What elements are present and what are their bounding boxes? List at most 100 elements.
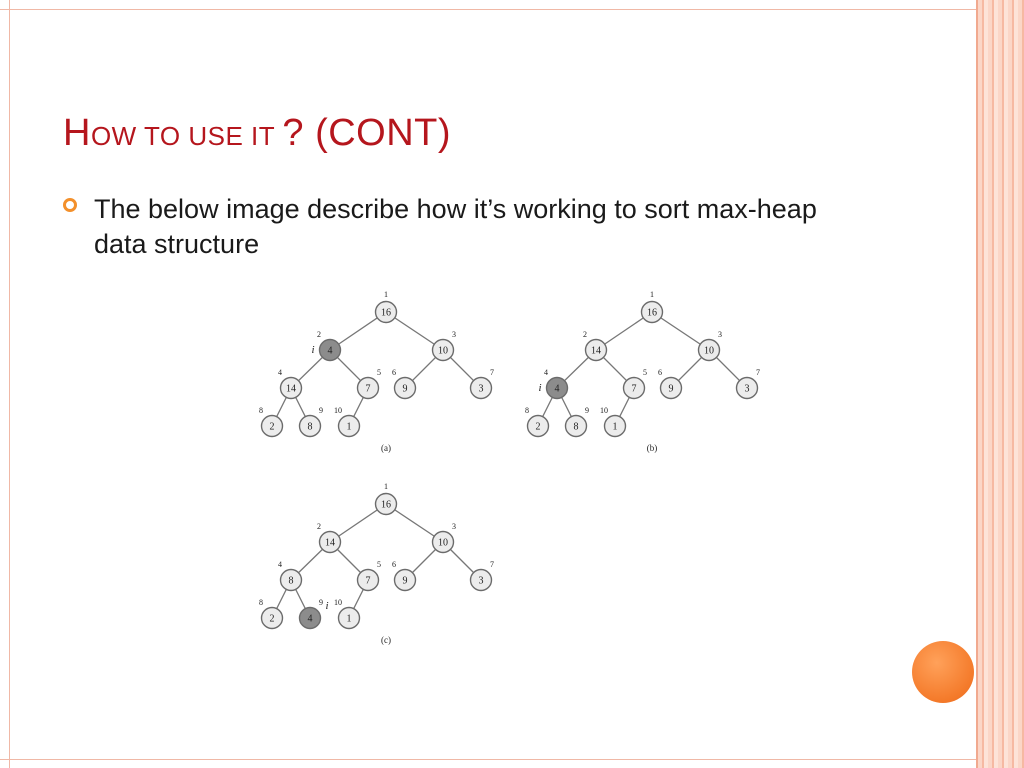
title-small-caps: ow to use it [90, 121, 283, 151]
tree-node-index: 9 [319, 598, 323, 607]
tree-node-value: 9 [669, 384, 674, 395]
tree-node-index: 7 [490, 560, 494, 569]
tree-node-value: 2 [270, 614, 275, 625]
tree-node-value: 14 [286, 384, 296, 395]
tree-node-index: 3 [452, 330, 456, 339]
tree-node [545, 376, 569, 400]
tree-node-index: 10 [334, 406, 342, 415]
tree-node-value: 7 [366, 384, 371, 395]
tree-node-value: 1 [613, 422, 618, 433]
tree-edge [385, 311, 444, 351]
tree-node [640, 300, 664, 324]
tree-node-value: 16 [381, 500, 391, 511]
bullet-circle-icon [63, 198, 77, 212]
frame-bottom-line [0, 759, 980, 760]
tree-node-value: 3 [479, 384, 484, 395]
tree-node-index: 5 [643, 368, 647, 377]
tree-caption: (a) [381, 443, 391, 453]
tree-node-index: 8 [525, 406, 529, 415]
tree-node-index: 6 [658, 368, 662, 377]
decor-stripes [978, 0, 1024, 768]
tree-node-index: 1 [384, 290, 388, 299]
tree-node-value: 10 [704, 346, 714, 357]
tree-node [318, 338, 342, 362]
tree-node [260, 606, 284, 630]
tree-node [279, 568, 303, 592]
tree-edge [651, 311, 710, 351]
title-tail: ? (CONT) [282, 112, 452, 154]
tree-node [735, 376, 759, 400]
tree-node-index: 2 [317, 522, 321, 531]
tree-node [298, 414, 322, 438]
tree-edge [329, 311, 387, 351]
tree-node-value: 8 [308, 422, 313, 433]
tree-node-value: 1 [347, 614, 352, 625]
tree-node [564, 414, 588, 438]
tree-caption: (b) [647, 443, 658, 453]
tree-node [260, 414, 284, 438]
tree-node-value: 10 [438, 538, 448, 549]
tree-node-index: 6 [392, 368, 396, 377]
tree-edge [595, 311, 653, 351]
tree-node-value: 14 [591, 346, 601, 357]
tree-marker-i: i [311, 344, 314, 356]
tree-node [603, 414, 627, 438]
tree-marker-i: i [325, 600, 328, 612]
tree-node-index: 5 [377, 368, 381, 377]
tree-node-index: 8 [259, 598, 263, 607]
tree-node-value: 10 [438, 346, 448, 357]
tree-node [318, 530, 342, 554]
tree-node-value: 8 [574, 422, 579, 433]
tree-node-value: 14 [325, 538, 335, 549]
tree-node [697, 338, 721, 362]
tree-node-index: 9 [319, 406, 323, 415]
tree-node [337, 606, 361, 630]
tree-node [469, 568, 493, 592]
tree-node [393, 568, 417, 592]
tree-node-value: 2 [536, 422, 541, 433]
tree-node [584, 338, 608, 362]
tree-node [374, 300, 398, 324]
tree-node [356, 376, 380, 400]
tree-node-index: 4 [278, 560, 282, 569]
tree-node [431, 530, 455, 554]
tree-node-value: 9 [403, 384, 408, 395]
tree-node [374, 492, 398, 516]
tree-node [622, 376, 646, 400]
tree-edge [329, 503, 387, 543]
bullet-text: The below image describe how it’s workin… [94, 194, 817, 259]
tree-node [659, 376, 683, 400]
tree-node-value: 1 [347, 422, 352, 433]
tree-node-index: 4 [278, 368, 282, 377]
slide-title: How to use it ? (CONT) [63, 112, 451, 155]
tree-node-index: 3 [452, 522, 456, 531]
title-first-letter: H [63, 112, 91, 154]
tree-edge [385, 503, 444, 543]
tree-node-index: 6 [392, 560, 396, 569]
tree-node-index: 7 [490, 368, 494, 377]
tree-node [356, 568, 380, 592]
tree-node-index: 1 [384, 482, 388, 491]
tree-node-value: 2 [270, 422, 275, 433]
tree-caption: (c) [381, 635, 391, 645]
tree-node-index: 10 [334, 598, 342, 607]
tree-node [279, 376, 303, 400]
tree-node-value: 7 [632, 384, 637, 395]
tree-node [298, 606, 322, 630]
tree-node-index: 1 [650, 290, 654, 299]
tree-node-index: 2 [583, 330, 587, 339]
tree-node-value: 9 [403, 576, 408, 587]
tree-node-index: 5 [377, 560, 381, 569]
tree-node-value: 3 [479, 576, 484, 587]
tree-node-value: 3 [745, 384, 750, 395]
tree-node [393, 376, 417, 400]
tree-node-index: 4 [544, 368, 548, 377]
frame-top-line [0, 9, 980, 10]
tree-node-index: 7 [756, 368, 760, 377]
decor-orange-circle [912, 641, 974, 703]
tree-node-index: 8 [259, 406, 263, 415]
tree-node-value: 7 [366, 576, 371, 587]
